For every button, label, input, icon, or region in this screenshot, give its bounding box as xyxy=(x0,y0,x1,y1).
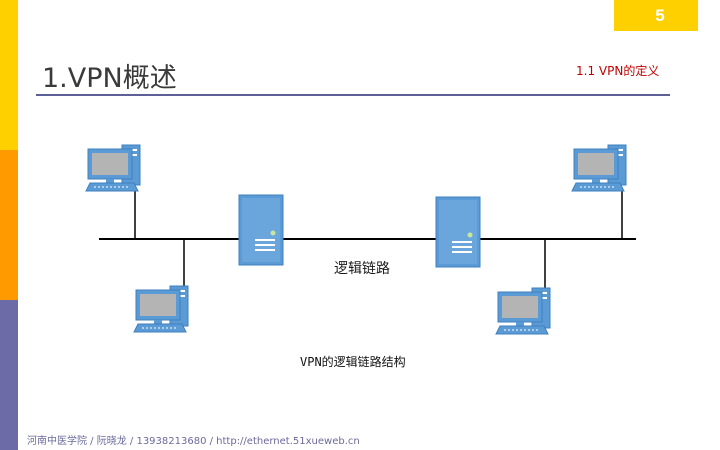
computer-icon xyxy=(85,144,141,192)
side-accent-orange xyxy=(0,150,18,300)
slide-title: 1.VPN概述 xyxy=(42,63,177,94)
logical-link-label: 逻辑链路 xyxy=(334,261,390,277)
computer-icon xyxy=(571,144,627,192)
footer-text: 河南中医学院 / 阮晓龙 / 13938213680 / http://ethe… xyxy=(27,436,360,447)
computer-icon xyxy=(495,287,551,335)
side-accent-purple xyxy=(0,300,18,450)
diagram-caption: VPN的逻辑链路结构 xyxy=(300,355,406,369)
section-label: 1.1 VPN的定义 xyxy=(576,64,660,78)
title-divider xyxy=(36,94,670,96)
server-icon xyxy=(435,196,481,268)
computer-icon xyxy=(133,285,189,333)
server-icon xyxy=(238,194,284,266)
side-accent-yellow xyxy=(0,0,18,150)
page-number: 5 xyxy=(614,0,698,31)
